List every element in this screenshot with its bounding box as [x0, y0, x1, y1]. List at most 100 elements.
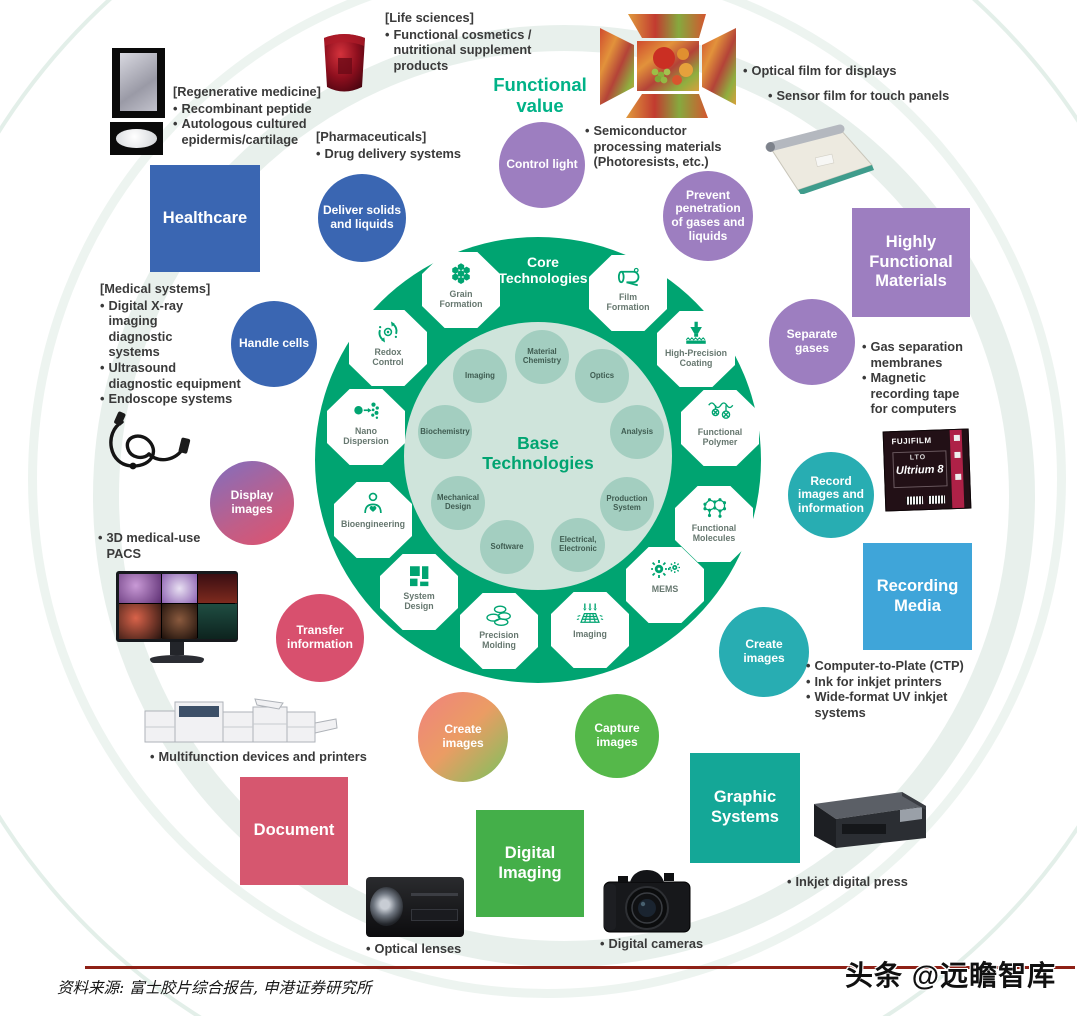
annotation-bullet: •Ink for inkjet printers — [806, 674, 964, 690]
value-circle-record-images-and-information: Record images and information — [788, 452, 874, 538]
bullet-icon: • — [100, 297, 105, 313]
annotation-bullet: •Sensor film for touch panels — [768, 88, 949, 104]
bullet-icon: • — [600, 936, 605, 951]
base-technology-label: Biochemistry — [420, 426, 470, 436]
base-technologies-title: Base Technologies — [482, 433, 594, 474]
imaging-icon — [575, 599, 605, 629]
bullet-icon: • — [100, 360, 105, 376]
bullet-icon: • — [173, 116, 178, 132]
core-technology-film-formation: Film Formation — [589, 255, 667, 331]
annotation-bullet: •Drug delivery systems — [316, 146, 461, 162]
annotation-bullet: •Functional cosmetics / nutritional supp… — [385, 27, 531, 74]
base-technology-label: Material Chemistry — [522, 347, 562, 365]
segment-graphic-systems: Graphic Systems — [690, 753, 800, 863]
film-formation-icon — [613, 262, 643, 292]
bullet-icon: • — [862, 339, 867, 354]
digital-camera — [600, 860, 694, 940]
core-technology-label: Nano Dispersion — [343, 426, 389, 446]
core-technology-grain-formation: Grain Formation — [422, 252, 500, 328]
annotation-gas-separation: •Gas separation membranes•Magnetic recor… — [862, 339, 963, 417]
annotation-bullet: •Optical lenses — [366, 941, 461, 957]
annotation-header: [Regenerative medicine] — [173, 84, 321, 99]
annotation-text: Magnetic recording tape for computers — [870, 370, 960, 417]
annotation-text: Recombinant peptide — [181, 100, 312, 116]
bullet-icon: • — [316, 145, 321, 161]
segment-label: Document — [253, 821, 335, 840]
base-technology-label: Mechanical Design — [436, 493, 480, 511]
segment-label: Digital Imaging — [498, 843, 562, 882]
bullet-icon: • — [806, 673, 811, 689]
annotation-bullet: •Recombinant peptide — [173, 101, 321, 117]
value-circle-label: Control light — [506, 157, 578, 172]
core-technology-label: High-Precision Coating — [664, 348, 728, 368]
value-circle-display-images: Display images — [210, 461, 294, 545]
value-circle-label: Separate gases — [786, 327, 838, 355]
annotation-life-sciences: [Life sciences]•Functional cosmetics / n… — [385, 10, 531, 73]
core-technology-label: Grain Formation — [439, 289, 483, 309]
segment-digital-imaging: Digital Imaging — [476, 810, 584, 917]
annotation-bullet: •3D medical-use PACS — [98, 530, 200, 561]
annotation-text: Multifunction devices and printers — [158, 749, 367, 764]
annotation-inkjet-digital-press: •Inkjet digital press — [787, 874, 908, 890]
segment-healthcare: Healthcare — [150, 165, 260, 272]
annotation-text: Endoscope systems — [108, 391, 233, 407]
annotation-header: [Pharmaceuticals] — [316, 129, 427, 144]
annotation-text: Semiconductor processing materials (Phot… — [593, 123, 722, 170]
base-technology-label: Imaging — [465, 370, 495, 380]
annotation-multifunction-devices: •Multifunction devices and printers — [150, 749, 367, 765]
annotation-text: Drug delivery systems — [324, 145, 462, 161]
core-technology-label: Precision Molding — [479, 630, 519, 650]
annotation-text: Optical lenses — [374, 941, 462, 956]
annotation-optical-lenses: •Optical lenses — [366, 941, 461, 957]
bullet-icon: • — [806, 658, 811, 673]
value-circle-label: Capture images — [594, 721, 640, 749]
annotation-text: Gas separation membranes — [870, 339, 963, 370]
value-circle-label: Prevent penetration of gases and liquids — [671, 187, 745, 243]
base-technology-electrical-electronic: Electrical, Electronic — [551, 518, 605, 572]
core-technology-mems: MEMS — [626, 547, 704, 623]
bullet-icon: • — [806, 689, 811, 705]
core-technology-label: Film Formation — [606, 292, 650, 312]
bullet-icon: • — [787, 874, 792, 889]
core-technology-functional-molecules: Functional Molecules — [675, 486, 753, 562]
segment-label: Graphic Systems — [711, 788, 779, 826]
segment-label: Recording Media — [876, 576, 959, 615]
nano-dispersion-icon — [351, 396, 381, 426]
source-divider-line — [85, 966, 1075, 969]
annotation-bullet: •Digital cameras — [600, 936, 703, 952]
lto-brand: FUJIFILM — [891, 435, 932, 446]
tissue-cassette — [112, 48, 165, 118]
base-technology-biochemistry: Biochemistry — [418, 405, 472, 459]
high-precision-coating-icon — [681, 318, 711, 348]
functional-value-title: Functional value — [493, 74, 587, 116]
cosmetic-jar — [318, 30, 371, 95]
base-technology-production-system: Production System — [600, 477, 654, 531]
functional-molecules-icon — [699, 493, 729, 523]
annotation-bullet: •Digital X-ray imaging diagnostic system… — [100, 298, 241, 360]
annotation-text: Wide-format UV inkjet systems — [814, 689, 948, 720]
annotation-regenerative-medicine: [Regenerative medicine] •Recombinant pept… — [173, 84, 321, 147]
annotation-semiconductor-materials: •Semiconductor processing materials (Pho… — [585, 123, 722, 170]
core-technology-bioengineering: Bioengineering — [334, 482, 412, 558]
annotation-digital-cameras: •Digital cameras — [600, 936, 703, 952]
core-technology-label: Bioengineering — [340, 519, 406, 529]
annotation-bullet: •Multifunction devices and printers — [150, 749, 367, 765]
value-circle-deliver-solids-and-liquids: Deliver solids and liquids — [318, 174, 406, 262]
annotation-ctp: •Computer-to-Plate (CTP)•Ink for inkjet … — [806, 658, 964, 720]
film-roll — [760, 120, 878, 195]
value-circle-prevent-penetration-of-gases-and-liquids: Prevent penetration of gases and liquids — [663, 171, 753, 261]
base-technology-imaging: Imaging — [453, 349, 507, 403]
bullet-icon: • — [366, 941, 371, 956]
medical-monitor — [116, 571, 238, 665]
annotation-text: Ultrasound diagnostic equipment — [108, 360, 241, 391]
mems-icon — [650, 554, 681, 584]
annotation-optical-film: •Optical film for displays — [743, 63, 897, 79]
value-circle-label: Record images and information — [797, 473, 865, 515]
annotation-pacs: •3D medical-use PACS — [98, 530, 200, 561]
base-technology-label: Software — [490, 541, 524, 551]
base-technology-material-chemistry: Material Chemistry — [515, 330, 569, 384]
fruit-display — [598, 12, 738, 120]
annotation-pharmaceuticals: [Pharmaceuticals]•Drug delivery systems — [316, 129, 461, 161]
precision-molding-icon — [484, 600, 514, 630]
